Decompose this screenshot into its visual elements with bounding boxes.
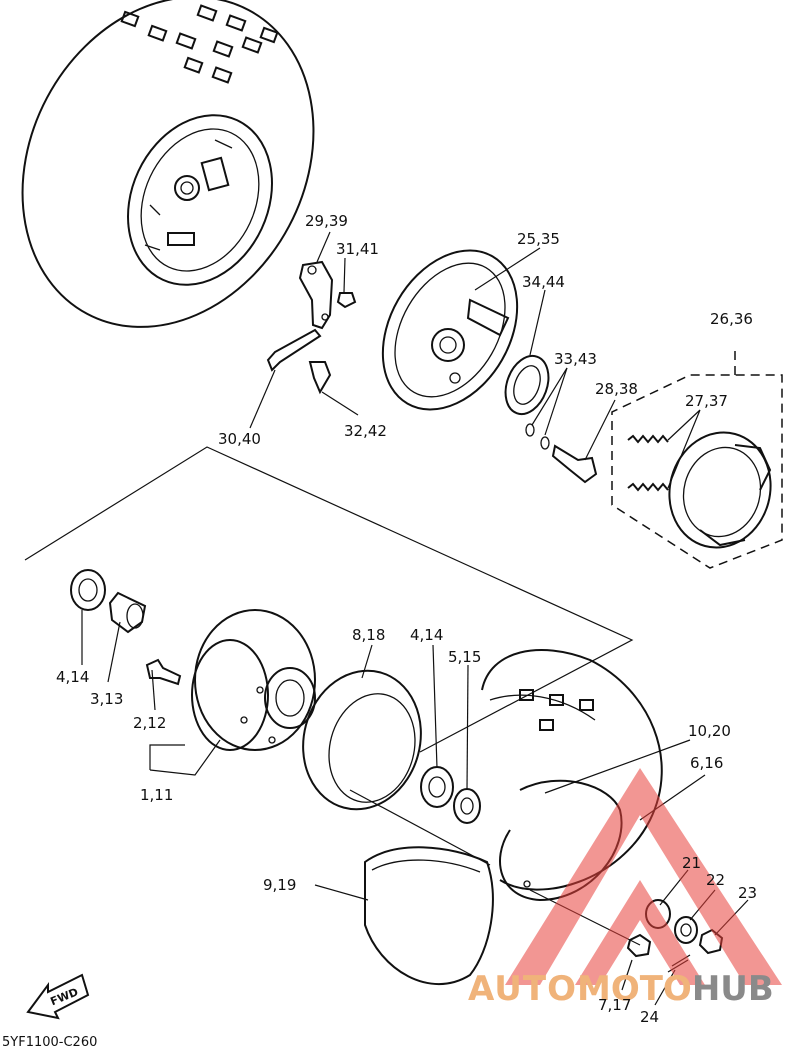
callout-27-37: 27,37 [685, 392, 728, 410]
drawing-code: 5YF1100-C260 [2, 1035, 97, 1050]
o-rings [525, 423, 550, 450]
bearing-left [70, 569, 106, 611]
hub-seal [453, 788, 481, 824]
callout-3-13: 3,13 [90, 690, 123, 708]
spacer [108, 591, 147, 634]
hub-bolt [145, 658, 182, 686]
callout-23: 23 [738, 884, 757, 902]
callout-9-19: 9,19 [263, 876, 296, 894]
callout-30-40: 30,40 [218, 430, 261, 448]
callout-29-39: 29,39 [305, 212, 348, 230]
assembly-outline [24, 446, 634, 753]
watermark-text: AUTOMOTOHUB [468, 969, 774, 1009]
callout-8-18: 8,18 [352, 626, 385, 644]
bearing-right [420, 766, 454, 808]
callout-1-11: 1,11 [140, 786, 173, 804]
callout-31-41: 31,41 [336, 240, 379, 258]
assembled-wheel [21, 0, 315, 328]
callout-4-14-center: 4,14 [410, 626, 443, 644]
brake-camshaft [551, 444, 598, 484]
callout-labels: 29,39 31,41 25,35 34,44 26,36 33,43 28,3… [56, 212, 757, 1026]
callout-5-15: 5,15 [448, 648, 481, 666]
fwd-arrow: FWD [26, 973, 90, 1020]
brake-cam-lever [266, 260, 357, 395]
callout-26-36: 26,36 [710, 310, 753, 328]
svg-text:AUTOMOTOHUB: AUTOMOTOHUB [468, 969, 774, 1009]
callout-10-20: 10,20 [688, 722, 731, 740]
brake-shoes [668, 431, 772, 549]
tire-outer-half [481, 649, 663, 891]
callout-28-38: 28,38 [595, 380, 638, 398]
callout-33-43: 33,43 [554, 350, 597, 368]
callout-34-44: 34,44 [522, 273, 565, 291]
return-springs [627, 434, 669, 492]
callout-22: 22 [706, 871, 725, 889]
rim-band [302, 669, 422, 811]
brake-shoe-plate [381, 249, 519, 411]
rim-outer-half [364, 846, 494, 986]
watermark-logo [505, 768, 782, 985]
callout-25-35: 25,35 [517, 230, 560, 248]
callout-7-17: 7,17 [598, 996, 631, 1014]
wheel-hub [191, 609, 316, 751]
oil-seal [504, 354, 550, 416]
callout-24: 24 [640, 1008, 659, 1026]
callout-21: 21 [682, 854, 701, 872]
leader-lines [81, 231, 749, 1006]
callout-2-12: 2,12 [133, 714, 166, 732]
callout-6-16: 6,16 [690, 754, 723, 772]
callout-32-42: 32,42 [344, 422, 387, 440]
callout-4-14-left: 4,14 [56, 668, 89, 686]
tread-blocks [120, 4, 279, 84]
brake-shoe-kit-box [611, 345, 783, 569]
